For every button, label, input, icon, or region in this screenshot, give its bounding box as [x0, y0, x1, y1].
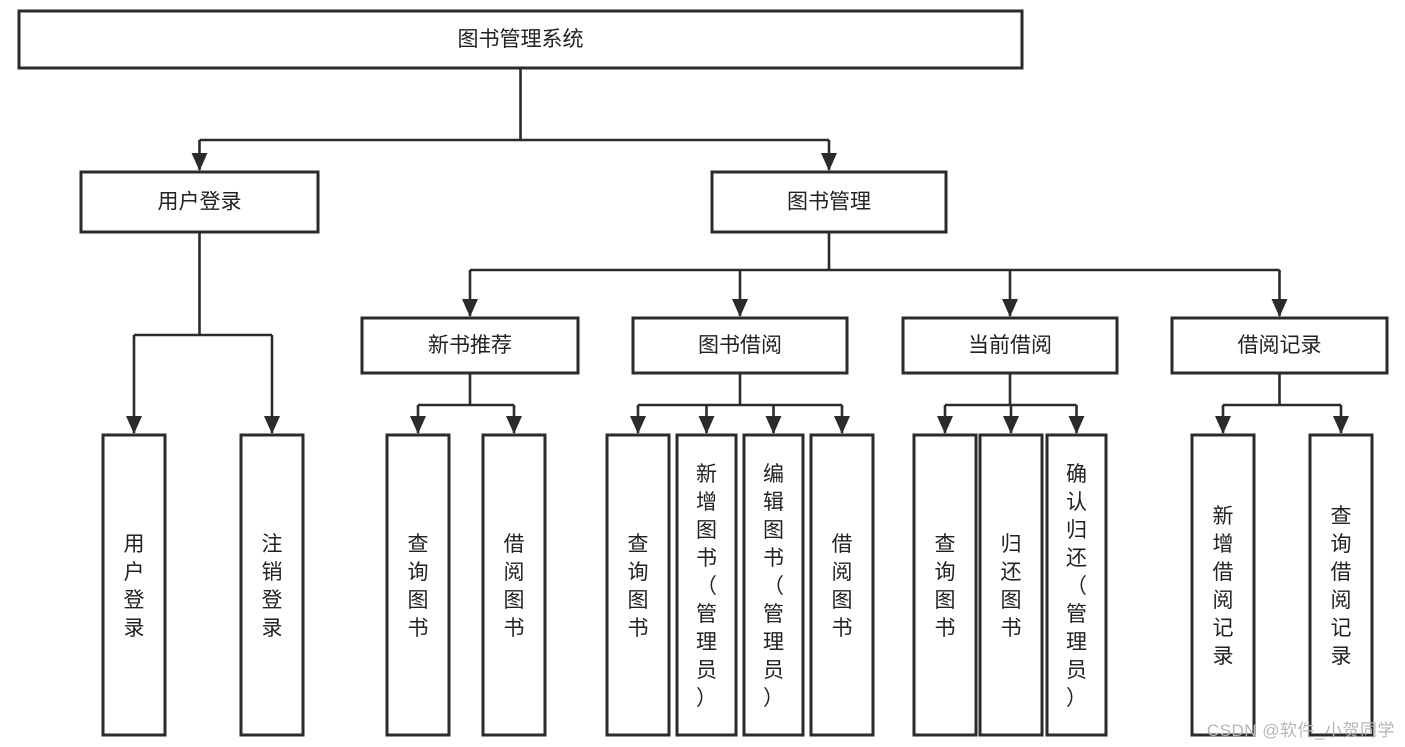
watermark: CSDN @软件_小贺同学 [1206, 721, 1395, 740]
node-leaf-logout[interactable]: 注销登录 [239, 433, 305, 737]
node-label: 借阅图书 [832, 533, 853, 640]
node-leaf-confirm-return[interactable]: 确认归还（管理员） [1045, 433, 1108, 737]
node-current-borrow[interactable]: 当前借阅 [901, 316, 1119, 375]
connector-layer [126, 68, 1349, 434]
node-leaf-user-login[interactable]: 用户登录 [101, 433, 167, 737]
node-user-login[interactable]: 用户登录 [79, 170, 320, 234]
node-leaf-query-book-3[interactable]: 查询图书 [912, 433, 978, 737]
node-label: 图书借阅 [698, 334, 782, 357]
node-label: 查询图书 [628, 533, 649, 640]
node-leaf-borrow-book-2[interactable]: 借阅图书 [809, 433, 875, 737]
node-label: 用户登录 [158, 191, 242, 214]
node-leaf-add-record[interactable]: 新增借阅记录 [1190, 433, 1256, 737]
node-label: 新增图书（管理员） [696, 463, 717, 710]
node-borrow-record[interactable]: 借阅记录 [1170, 316, 1389, 375]
node-layer: 图书管理系统用户登录图书管理新书推荐图书借阅当前借阅借阅记录用户登录注销登录查询… [17, 9, 1389, 737]
node-new-book-recommend[interactable]: 新书推荐 [360, 316, 580, 375]
node-leaf-borrow-book-1[interactable]: 借阅图书 [481, 433, 547, 737]
node-leaf-edit-book[interactable]: 编辑图书（管理员） [742, 433, 805, 737]
node-root[interactable]: 图书管理系统 [17, 9, 1024, 70]
node-leaf-query-book-2[interactable]: 查询图书 [605, 433, 671, 737]
node-leaf-query-book-1[interactable]: 查询图书 [385, 433, 451, 737]
node-label: 用户登录 [124, 533, 145, 640]
node-leaf-return-book[interactable]: 归还图书 [978, 433, 1044, 737]
node-label: 查询图书 [935, 533, 956, 640]
node-label: 查询借阅记录 [1331, 505, 1352, 668]
node-leaf-add-book[interactable]: 新增图书（管理员） [675, 433, 738, 737]
node-book-manage[interactable]: 图书管理 [710, 170, 948, 234]
node-label: 新书推荐 [428, 334, 512, 357]
node-label: 查询图书 [408, 533, 429, 640]
node-label: 借阅图书 [504, 533, 525, 640]
node-label: 图书管理 [787, 191, 871, 214]
node-label: 图书管理系统 [458, 28, 584, 51]
node-label: 编辑图书（管理员） [763, 463, 784, 710]
node-label: 当前借阅 [968, 334, 1052, 357]
node-label: 注销登录 [262, 533, 283, 640]
node-label: 借阅记录 [1238, 334, 1322, 357]
node-book-borrow[interactable]: 图书借阅 [631, 316, 849, 375]
node-label: 确认归还（管理员） [1066, 463, 1087, 710]
node-leaf-query-record[interactable]: 查询借阅记录 [1308, 433, 1374, 737]
node-label: 归还图书 [1001, 533, 1022, 640]
node-label: 新增借阅记录 [1213, 505, 1234, 668]
